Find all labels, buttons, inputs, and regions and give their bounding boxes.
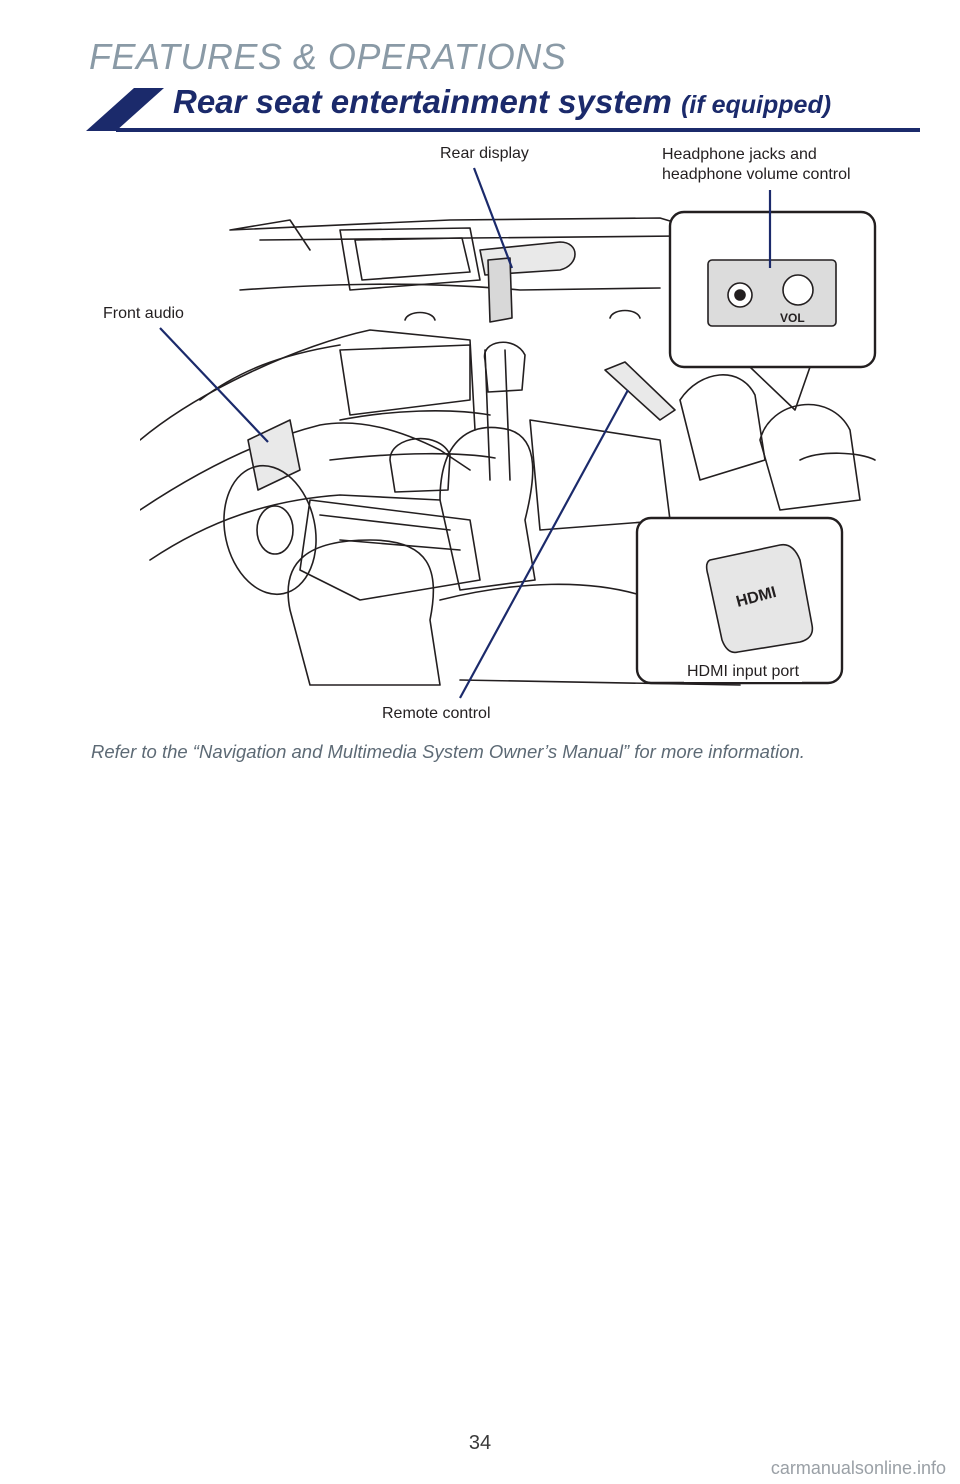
remote-control-shape — [604, 361, 676, 421]
page-number: 34 — [468, 1432, 492, 1454]
rear-display-screen — [487, 257, 513, 323]
interior-illustration: VOL HDMI — [140, 167, 877, 699]
callout-headphone-line1: Headphone jacks and — [662, 146, 817, 163]
callout-rear-display: Rear display — [440, 145, 529, 162]
grab-handle-left — [404, 311, 436, 321]
vol-label: VOL — [780, 311, 805, 325]
passenger-headrest — [483, 341, 526, 393]
a-pillar — [199, 344, 341, 401]
page-title-sub: (if equipped) — [681, 91, 832, 119]
side-window — [339, 344, 471, 416]
callout-front-audio: Front audio — [103, 305, 184, 322]
roof-bar — [239, 283, 661, 291]
dash-lower — [149, 494, 441, 561]
door-panel — [329, 410, 496, 461]
volume-knob — [782, 274, 814, 306]
page-title: Rear seat entertainment system (if equip… — [173, 83, 831, 121]
dashboard — [140, 422, 471, 511]
title-bar-rule — [116, 128, 920, 132]
steering-hub — [256, 505, 294, 555]
hdmi-cover — [705, 543, 814, 654]
sunroof — [339, 227, 481, 291]
rear-cupholders — [799, 452, 876, 461]
leader-remote — [459, 389, 629, 699]
leader-rear-display — [472, 167, 514, 269]
grab-handle-right — [609, 309, 641, 319]
steering-wheel — [223, 464, 317, 596]
callout-headphone: Headphone jacks and headphone volume con… — [662, 145, 851, 185]
windshield — [140, 329, 476, 441]
callout-headphone-line2: headphone volume control — [662, 166, 851, 183]
callout-hdmi-port: HDMI input port — [684, 662, 803, 682]
passenger-seat — [439, 426, 536, 591]
title-bar — [86, 88, 920, 132]
driver-seat — [287, 539, 441, 686]
title-bar-accent — [86, 88, 164, 131]
rear-door — [529, 419, 671, 531]
leader-front-audio — [159, 327, 269, 443]
headliner-outline — [229, 217, 701, 251]
section-header: FEATURES & OPERATIONS — [89, 36, 567, 77]
front-screen — [247, 419, 301, 491]
body-paragraph: Refer to the “Navigation and Multimedia … — [91, 741, 805, 762]
inset-pointer — [749, 366, 811, 411]
watermark: carmanualsonline.info — [770, 1458, 946, 1478]
rear-seat-right — [759, 403, 861, 511]
driver-headrest — [389, 437, 451, 493]
page-title-main: Rear seat entertainment system — [173, 83, 672, 120]
headphone-jack-inner — [734, 289, 746, 301]
headphone-panel — [707, 259, 837, 327]
console-details — [319, 514, 461, 551]
callout-remote-control: Remote control — [382, 705, 491, 722]
rear-seat — [679, 374, 766, 481]
